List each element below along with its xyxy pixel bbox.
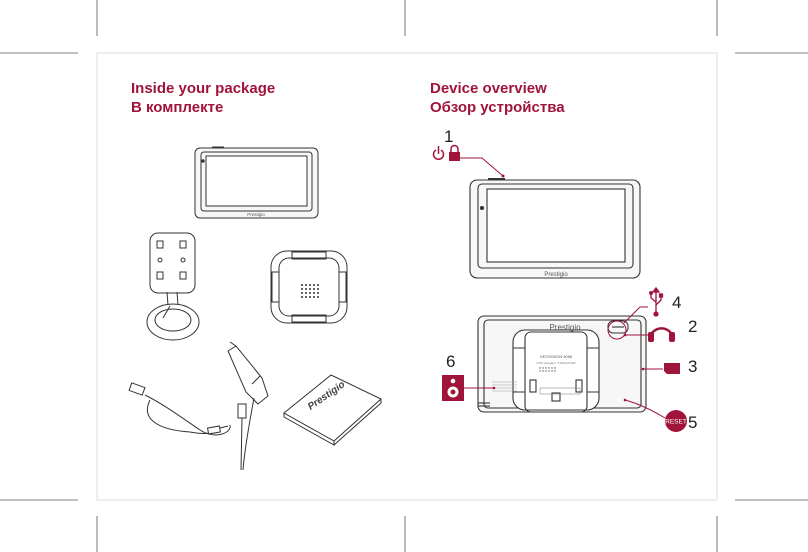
windshield-mount-illustration [146, 232, 200, 341]
device-front-brand: Prestigio [247, 212, 265, 217]
gps-device-back [477, 315, 647, 413]
lock-icon [449, 144, 460, 161]
car-cradle-illustration [270, 250, 348, 324]
usb-icon [649, 286, 664, 317]
title-device-overview-en: Device overview [430, 80, 547, 97]
gps-device-front-illustration [194, 146, 319, 219]
back-label-text: GPS navigator / NAVIGATOR [536, 361, 576, 365]
model-label: GEOVISION 5056 [540, 354, 573, 359]
usb-cable-illustration [128, 382, 231, 436]
title-inside-package-en: Inside your package [131, 80, 276, 97]
callout-2-headphones [623, 327, 675, 342]
user-manual-illustration [283, 374, 382, 446]
speaker-icon [442, 375, 464, 401]
title-device-overview-ru: Обзор устройства [430, 99, 565, 116]
callout-3-memory-card [641, 363, 680, 374]
reset-icon [665, 410, 687, 432]
memory-card-icon [664, 363, 680, 374]
callout-1-power-lock [432, 144, 505, 178]
title-inside-package-ru: В комплекте [131, 99, 224, 116]
callout-4-usb [607, 286, 664, 340]
callout-number-1: 1 [444, 127, 454, 146]
callout-5-reset [623, 398, 687, 432]
callout-number-3: 3 [688, 357, 698, 376]
back-brand: Prestigio [549, 323, 581, 332]
callout-6-speaker [442, 375, 496, 401]
power-icon [432, 146, 445, 161]
car-charger-illustration [227, 341, 269, 471]
callout-number-6: 6 [446, 352, 456, 371]
gps-device-front-large [469, 178, 641, 279]
front-brand-large: Prestigio [544, 272, 568, 278]
headphones-icon [648, 327, 675, 342]
callout-number-4: 4 [672, 293, 682, 312]
reset-label: RESET [665, 419, 687, 426]
callout-number-5: 5 [688, 413, 698, 432]
callout-number-2: 2 [688, 317, 698, 336]
